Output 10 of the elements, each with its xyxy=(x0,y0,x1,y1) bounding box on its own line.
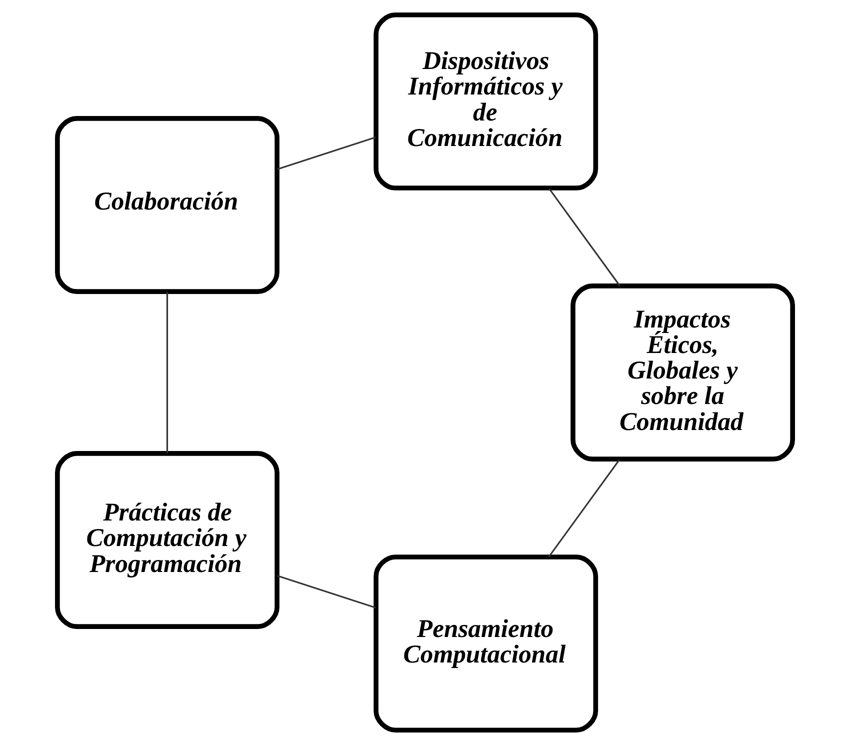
connector xyxy=(276,575,376,609)
node-box: Colaboración xyxy=(54,116,279,294)
node-box: Impactos Éticos, Globales y sobre la Comunidad xyxy=(570,284,794,462)
connector xyxy=(548,459,620,558)
connector xyxy=(276,136,376,170)
node-box: Prácticas de Computación y Programación xyxy=(54,451,279,629)
connector xyxy=(548,188,620,286)
node-box: Pensamiento Computacional xyxy=(373,554,598,733)
connector xyxy=(166,292,168,454)
node-box: Dispositivos Informáticos y de Comunicación xyxy=(373,12,598,190)
